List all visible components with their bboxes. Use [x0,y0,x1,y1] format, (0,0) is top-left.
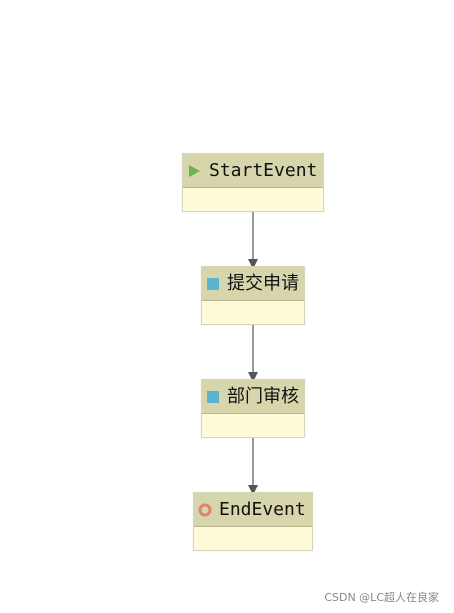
submit-task-label: 提交申请 [227,272,299,294]
square-icon [207,277,219,290]
submit-task-header: 提交申请 [202,267,304,301]
ring-icon [198,503,212,517]
review-task-body [202,414,304,437]
watermark: CSDN @LC超人在良家 [324,591,439,604]
end-event-header: EndEvent [194,493,312,527]
square-icon [207,390,219,403]
submit-task-node[interactable]: 提交申请 [201,266,305,325]
submit-task-body [202,301,304,324]
end-event-body [194,527,312,550]
play-icon [189,164,200,177]
start-event-body [183,188,323,211]
end-event-node[interactable]: EndEvent [193,492,313,551]
review-task-node[interactable]: 部门审核 [201,379,305,438]
start-event-node[interactable]: StartEvent [182,153,324,212]
start-event-header: StartEvent [183,154,323,188]
start-event-label: StartEvent [209,159,318,181]
review-task-header: 部门审核 [202,380,304,414]
review-task-label: 部门审核 [227,385,299,407]
end-event-label: EndEvent [219,498,306,520]
